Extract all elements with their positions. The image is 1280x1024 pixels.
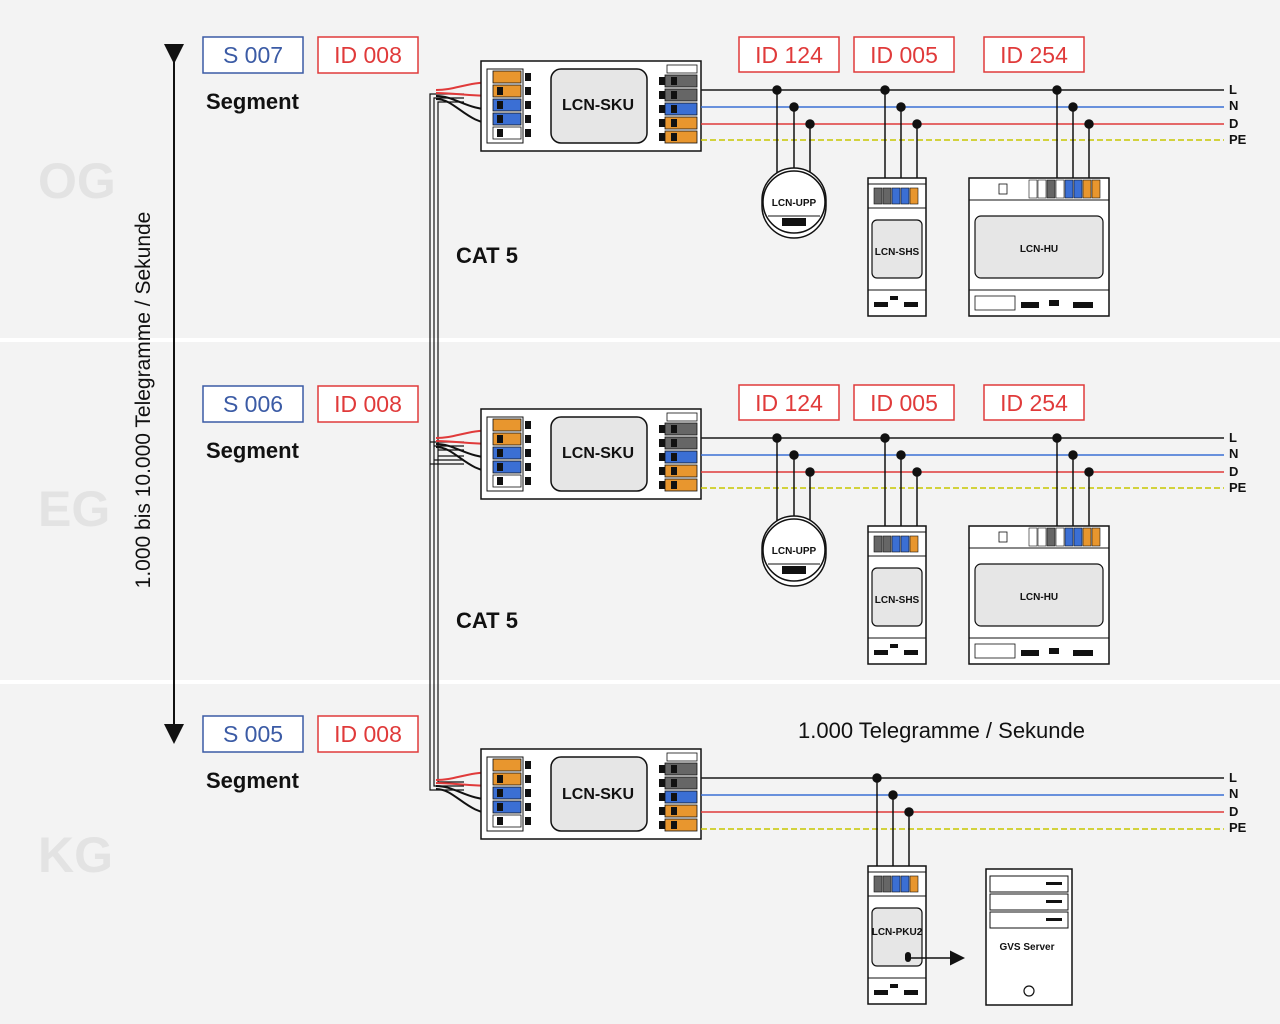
segment-id: ID 008 <box>334 391 402 417</box>
segment-s-id: S 007 <box>223 42 283 68</box>
floor-label-kg: KG <box>38 827 113 883</box>
device-id: ID 005 <box>870 390 938 416</box>
throughput-axis-label: 1.000 bis 10.000 Telegramme / Sekunde <box>132 212 155 589</box>
sku-label: LCN-SKU <box>562 97 634 114</box>
segment-label: Segment <box>206 438 300 463</box>
sku-label: LCN-SKU <box>562 786 634 803</box>
segment-eg: S 006 ID 008 Segment <box>202 385 419 463</box>
server-icon <box>985 868 1073 1006</box>
cat5-label-upper: CAT 5 <box>456 243 518 268</box>
og-wiring: LCN-SKU L N D PE LCN-UPP LCN-SHS LCN-HU <box>435 60 1247 317</box>
device-label-hu: LCN-HU <box>1020 244 1058 255</box>
sku-label: LCN-SKU <box>562 445 634 462</box>
wire-label-n: N <box>1229 786 1238 801</box>
wire-label-d: D <box>1229 804 1238 819</box>
segment-og: S 007 ID 008 Segment <box>202 36 419 114</box>
wire-label-pe: PE <box>1229 820 1247 835</box>
og-device-ids: ID 124 ID 005 ID 254 <box>738 36 1085 73</box>
kg-wiring: LCN-SKU L N D PE 1.000 Telegramme / Seku… <box>435 718 1247 1006</box>
wire-label-d: D <box>1229 464 1238 479</box>
floor-label-og: OG <box>38 153 116 209</box>
device-id: ID 124 <box>755 42 823 68</box>
wire-label-l: L <box>1229 430 1237 445</box>
device-label-upp: LCN-UPP <box>772 546 817 557</box>
segment-label: Segment <box>206 768 300 793</box>
wire-label-pe: PE <box>1229 132 1247 147</box>
wire-label-l: L <box>1229 770 1237 785</box>
segment-id: ID 008 <box>334 42 402 68</box>
cat5-label-lower: CAT 5 <box>456 608 518 633</box>
device-label-shs: LCN-SHS <box>875 595 920 606</box>
floor-label-eg: EG <box>38 481 110 537</box>
wire-label-n: N <box>1229 98 1238 113</box>
eg-wiring: LCN-SKU L N D PE LCN-UPP LCN-SHS LCN-HU <box>435 408 1247 665</box>
segment-kg: S 005 ID 008 Segment <box>202 715 419 793</box>
device-id: ID 254 <box>1000 42 1068 68</box>
segment-s-id: S 005 <box>223 721 283 747</box>
wire-label-l: L <box>1229 82 1237 97</box>
server-label: GVS Server <box>999 942 1054 953</box>
eg-device-ids: ID 124 ID 005 ID 254 <box>738 384 1085 421</box>
rate-label: 1.000 Telegramme / Sekunde <box>798 718 1085 743</box>
segment-label: Segment <box>206 89 300 114</box>
wire-label-n: N <box>1229 446 1238 461</box>
device-label-pku2: LCN-PKU2 <box>872 927 923 938</box>
device-label-upp: LCN-UPP <box>772 198 817 209</box>
device-id: ID 254 <box>1000 390 1068 416</box>
device-label-shs: LCN-SHS <box>875 247 920 258</box>
wire-label-pe: PE <box>1229 480 1247 495</box>
floor-band-kg <box>0 684 1280 1024</box>
device-label-hu: LCN-HU <box>1020 592 1058 603</box>
device-id: ID 005 <box>870 42 938 68</box>
segment-s-id: S 006 <box>223 391 283 417</box>
segment-id: ID 008 <box>334 721 402 747</box>
device-id: ID 124 <box>755 390 823 416</box>
wire-label-d: D <box>1229 116 1238 131</box>
